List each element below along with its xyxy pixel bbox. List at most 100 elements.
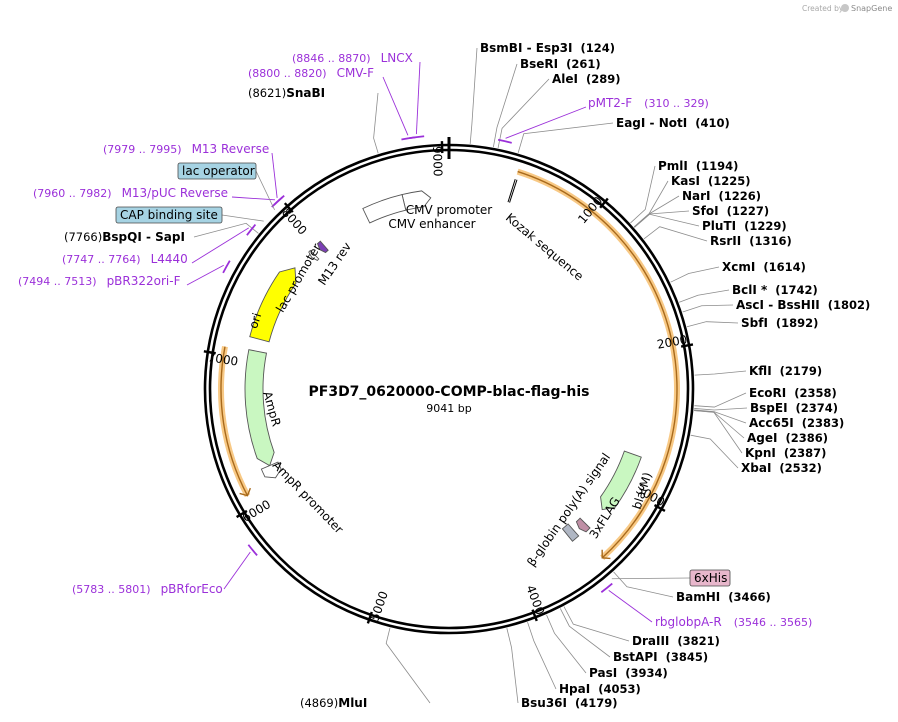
site-label: (8621)SnaBI bbox=[248, 86, 325, 100]
site-name: BseRI bbox=[520, 57, 558, 71]
box-leader-line bbox=[221, 214, 264, 222]
primer-name: pBRforEco bbox=[161, 582, 223, 596]
primer-bar bbox=[246, 223, 257, 236]
site-leader-line bbox=[634, 213, 700, 228]
primer-leader-line bbox=[271, 152, 278, 198]
feature-ori bbox=[249, 267, 297, 343]
site-name: PmlI bbox=[658, 159, 688, 173]
site-label: KpnI (2387) bbox=[745, 446, 826, 460]
site-label: PasI (3934) bbox=[589, 666, 668, 680]
site-separator: - bbox=[142, 230, 155, 244]
primer-name: pMT2-F bbox=[588, 96, 632, 110]
credit-prefix: Created by bbox=[802, 4, 844, 13]
kozak-mark bbox=[507, 179, 516, 203]
site-position: (2358) bbox=[794, 386, 837, 400]
lac-operator-label: lac operator bbox=[182, 164, 255, 178]
site-label: Acc65I(2383) bbox=[749, 416, 844, 430]
boxed-feature-labels: lac operator CAP binding site 6xHis bbox=[115, 162, 731, 587]
tick-label: 7000 bbox=[207, 350, 239, 368]
orf-arrow-head bbox=[239, 487, 251, 497]
lac-operator-box bbox=[177, 162, 257, 180]
site-name: KflI bbox=[749, 364, 772, 378]
site-position: (289) bbox=[586, 72, 621, 86]
feature-label: CMV enhancer bbox=[388, 217, 475, 231]
primer-bar bbox=[497, 138, 512, 144]
site-position: (2387) bbox=[784, 446, 827, 460]
primer-leader-line bbox=[223, 551, 251, 590]
site-leader-line bbox=[385, 627, 431, 704]
site-name: NarI bbox=[682, 189, 711, 203]
snapgene-logo-icon bbox=[841, 4, 849, 12]
tick-mark bbox=[599, 197, 609, 209]
site-name: Esp3I bbox=[536, 41, 573, 55]
map-center: PF3D7_0620000-COMP-blac-flag-his 9041 bp bbox=[309, 384, 590, 415]
site-label: (7766)BspQI - SapI bbox=[64, 230, 185, 244]
site-label: XcmI(1614) bbox=[722, 260, 806, 274]
site-position: (1225) bbox=[708, 174, 751, 188]
feature-3xflag bbox=[575, 517, 591, 533]
feature-ampr bbox=[244, 349, 275, 467]
site-leader-line bbox=[563, 606, 630, 642]
6xhis-box bbox=[689, 569, 731, 587]
site-leader-line bbox=[527, 622, 557, 690]
site-leader-line bbox=[670, 266, 720, 283]
site-name: SapI bbox=[155, 230, 185, 244]
site-name: PasI bbox=[589, 666, 617, 680]
primer-leader-line bbox=[415, 61, 421, 135]
feature-label: β-globin poly(A) signal bbox=[524, 450, 613, 569]
primer-label: (7747 .. 7764)L4440 bbox=[62, 252, 188, 266]
site-leader-line bbox=[682, 304, 734, 313]
site-label: (4869)MluI bbox=[300, 696, 367, 710]
site-position: (1316) bbox=[749, 234, 792, 248]
feature-label: Kozak sequence bbox=[503, 210, 586, 283]
site-leader-line bbox=[694, 410, 745, 439]
site-leader-line bbox=[546, 614, 587, 674]
tick-mark bbox=[531, 609, 538, 622]
primer-range: (310 .. 329) bbox=[644, 97, 709, 110]
plasmid-size: 9041 bp bbox=[426, 402, 471, 415]
site-label: PmlI(1194) bbox=[658, 159, 738, 173]
primer-name: LNCX bbox=[381, 51, 413, 65]
primer-bar bbox=[247, 544, 258, 556]
primer-leader-line bbox=[191, 227, 249, 264]
tick-mark bbox=[366, 611, 373, 624]
site-leader-line bbox=[694, 370, 747, 376]
site-label: XbaI(2532) bbox=[741, 461, 822, 475]
site-leader-line bbox=[492, 63, 518, 148]
site-name: AgeI bbox=[747, 431, 777, 445]
site-leader-line bbox=[694, 392, 747, 408]
primer-range: (8846 .. 8870) bbox=[292, 52, 371, 65]
site-name: SnaBI bbox=[286, 86, 325, 100]
site-leader-line bbox=[694, 410, 743, 454]
site-leader-line bbox=[517, 122, 614, 154]
site-position: (2374) bbox=[796, 401, 839, 415]
site-label: BspEI(2374) bbox=[750, 401, 838, 415]
primer-leader-line bbox=[505, 106, 587, 139]
primer-bar bbox=[222, 260, 231, 274]
primer-name: M13 Reverse bbox=[192, 142, 270, 156]
primer-range: (7747 .. 7764) bbox=[62, 253, 141, 266]
feature-lac-promoter bbox=[308, 249, 320, 261]
features bbox=[244, 179, 642, 542]
site-name: BclI * bbox=[732, 283, 768, 297]
site-position: (410) bbox=[695, 116, 730, 130]
tick-label: 6000 bbox=[240, 497, 273, 525]
feature-label: CMV promoter bbox=[406, 203, 493, 217]
feature-cmv-promoter bbox=[401, 190, 432, 211]
site-name: KpnI bbox=[745, 446, 776, 460]
site-label: AscI - BssHII(1802) bbox=[736, 298, 870, 312]
primer-label: pMT2-F (310 .. 329) bbox=[588, 96, 709, 110]
site-label: AleI(289) bbox=[552, 72, 621, 86]
site-position: (4053) bbox=[598, 682, 641, 696]
kozak-mark bbox=[509, 179, 518, 203]
site-name: BstAPI bbox=[613, 650, 658, 664]
site-label: BamHI(3466) bbox=[676, 590, 771, 604]
site-leader-line bbox=[506, 628, 519, 704]
box-leader-line bbox=[255, 170, 275, 211]
site-position: (3934) bbox=[625, 666, 668, 680]
site-separator: - bbox=[522, 41, 535, 55]
site-label: HpaI(4053) bbox=[559, 682, 641, 696]
site-label: EagI - NotI(410) bbox=[616, 116, 730, 130]
site-label: SfoI(1227) bbox=[692, 204, 769, 218]
